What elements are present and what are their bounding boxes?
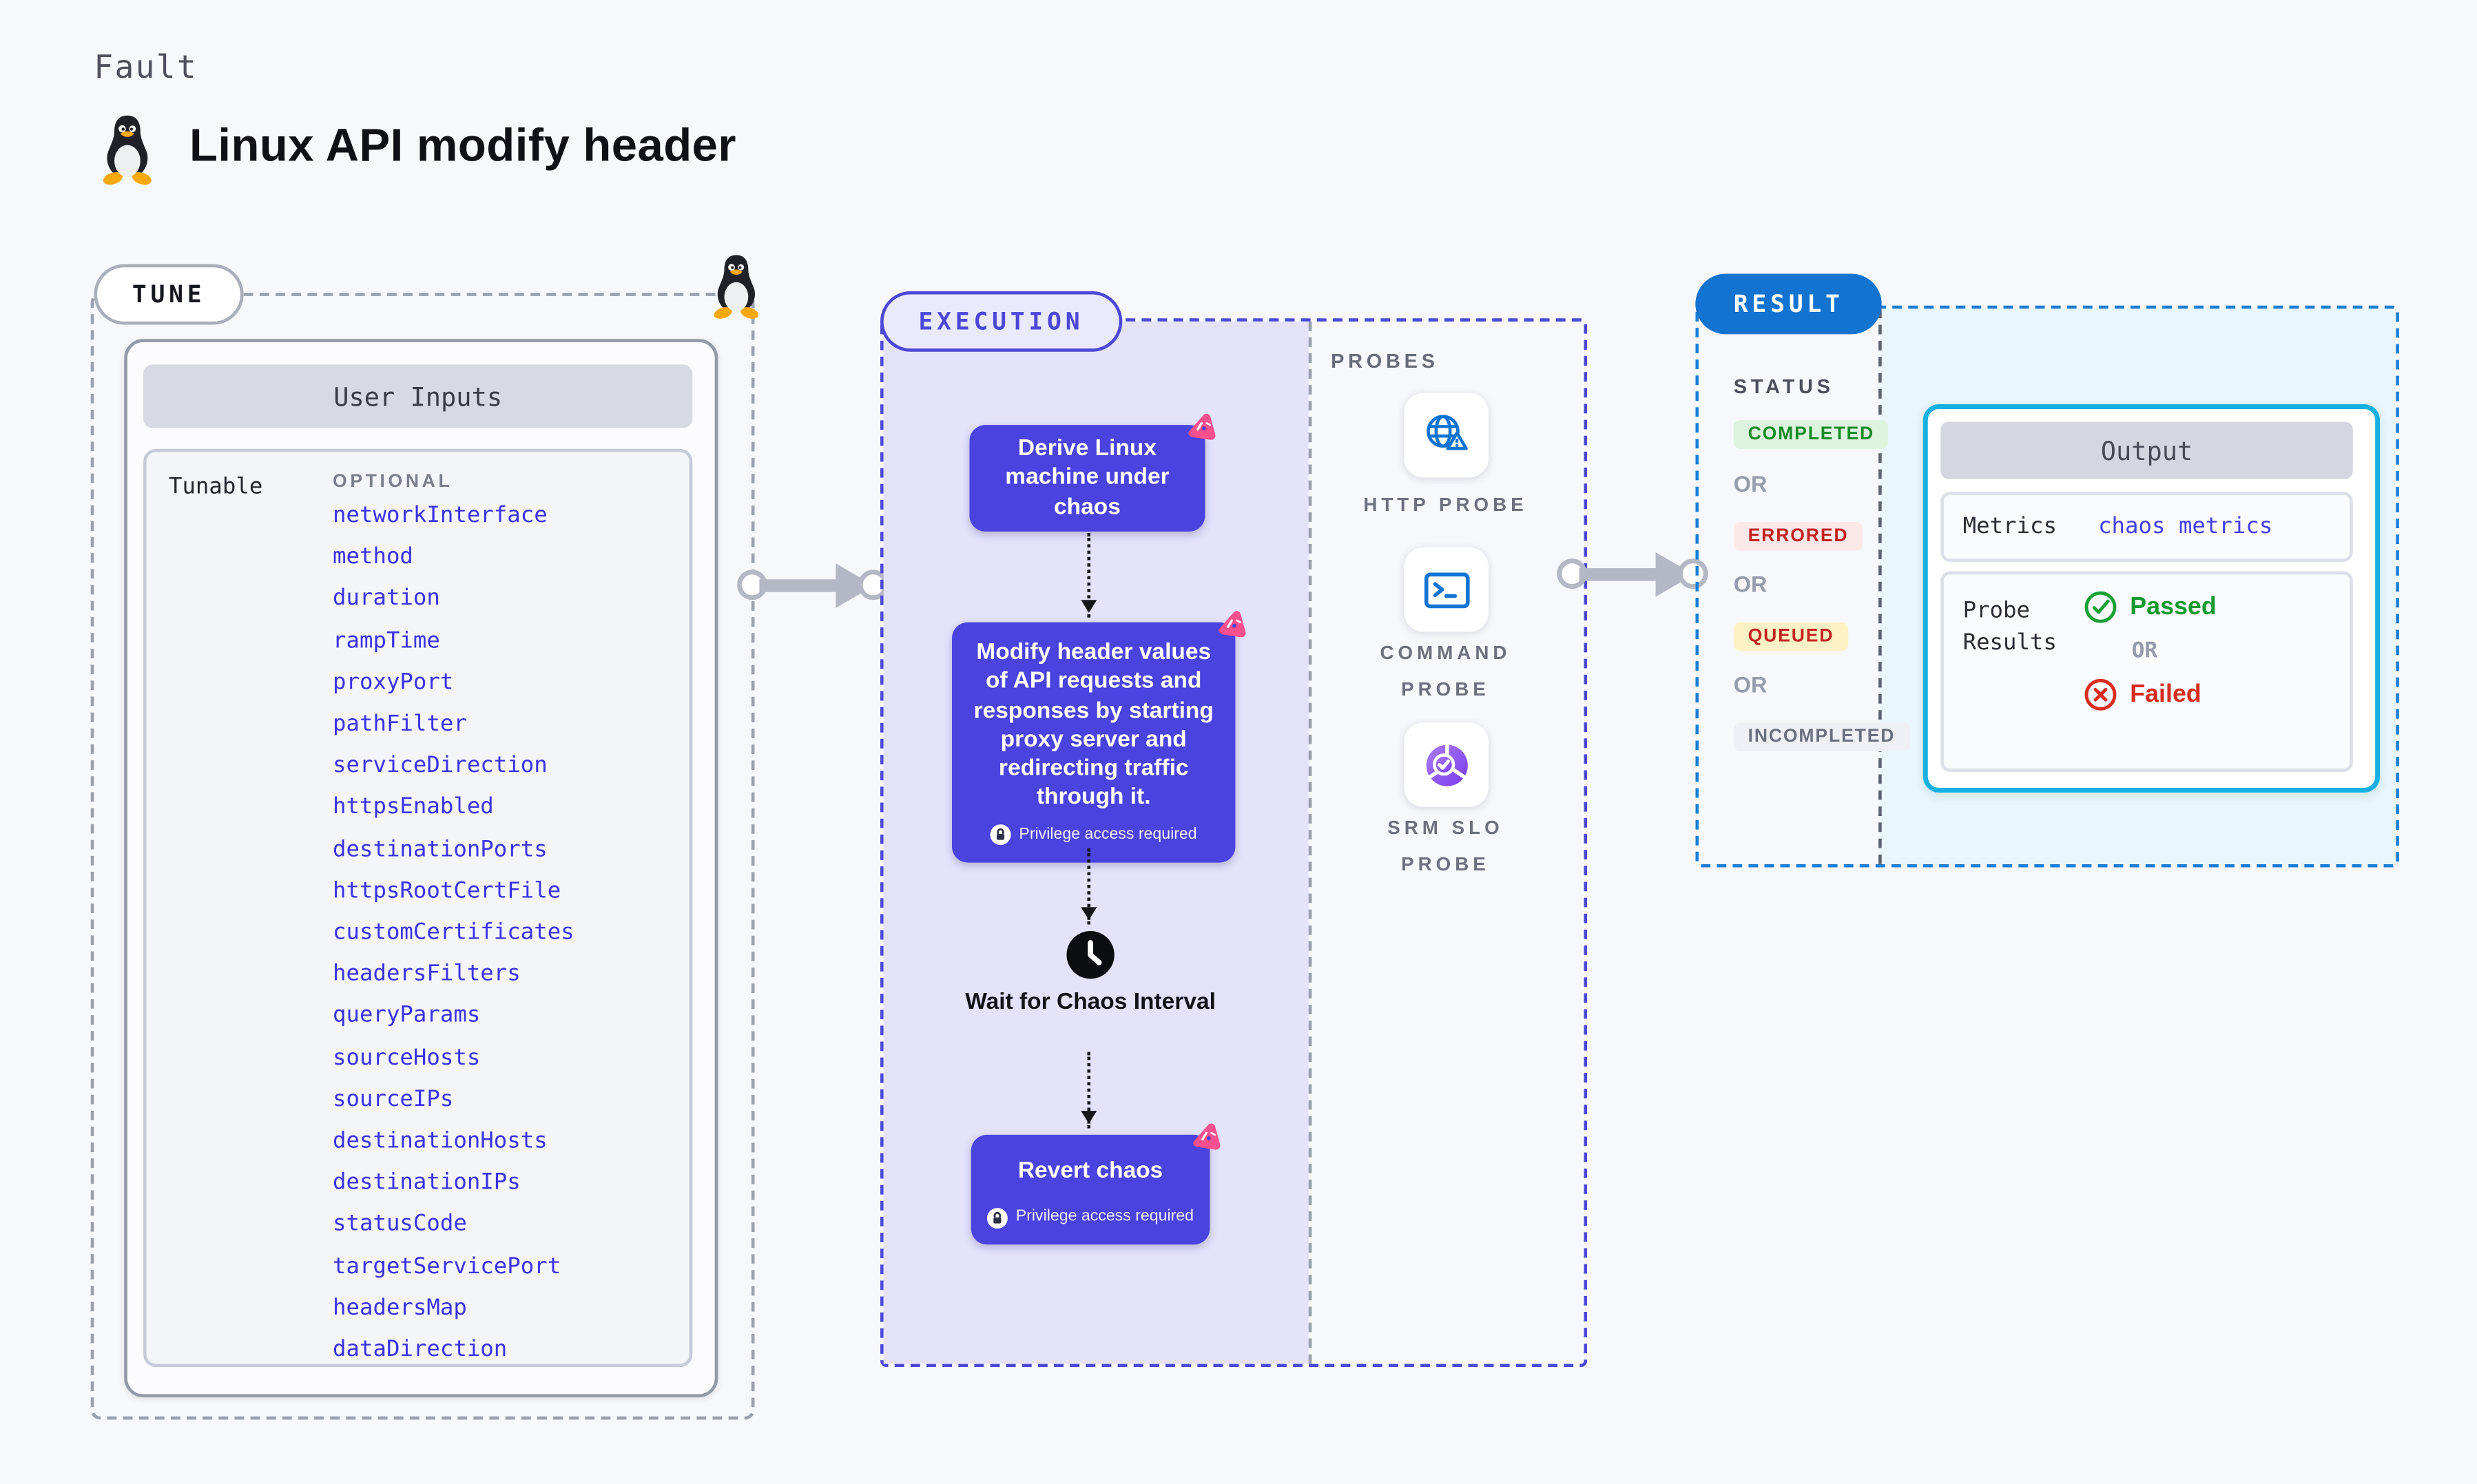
flow-connector [1081, 533, 1097, 618]
or-label: OR [1733, 471, 1768, 497]
param-link[interactable]: httpsEnabled [333, 795, 494, 821]
tunables-box: Tunable OPTIONAL networkInterface method… [143, 448, 693, 1371]
probe-results-row: Probe Results Passed OR [1940, 571, 2353, 772]
failed-line: Failed [2084, 678, 2217, 712]
param-link[interactable]: queryParams [333, 1003, 481, 1029]
srm-slo-probe-label: SRM SLO PROBE [1387, 816, 1504, 876]
status-section-label: STATUS [1733, 375, 1834, 398]
page-title: Linux API modify header [189, 121, 736, 172]
step-text: Revert chaos [1017, 1158, 1163, 1184]
step-modify-header: Modify header values of API requests and… [952, 611, 1246, 863]
param-link[interactable]: serviceDirection [333, 753, 548, 779]
chaos-fault-icon [1188, 413, 1216, 440]
param-link[interactable]: sourceHosts [333, 1045, 481, 1071]
command-probe-label: COMMAND PROBE [1380, 641, 1511, 700]
chaos-metrics-link[interactable]: chaos metrics [2098, 514, 2273, 540]
http-probe-label: HTTP PROBE [1363, 493, 1528, 516]
passed-line: Passed [2084, 590, 2217, 624]
probes-section-label: PROBES [1331, 350, 1439, 373]
probe-results-label: Probe Results [1962, 598, 2057, 656]
passed-label: Passed [2130, 592, 2217, 620]
execution-pill: EXECUTION [880, 291, 1122, 352]
param-link[interactable]: networkInterface [333, 503, 548, 529]
metrics-row: Metrics chaos metrics [1940, 492, 2353, 562]
privilege-note-text: Privilege access required [1015, 1208, 1194, 1226]
wait-for-chaos-label: Wait for Chaos Interval [965, 990, 1216, 1016]
metrics-label: Metrics [1962, 514, 2057, 540]
slo-donut-check-icon [1425, 743, 1467, 786]
status-badge-queued: QUEUED [1733, 622, 1849, 651]
terminal-icon [1423, 572, 1469, 608]
param-link[interactable]: proxyPort [333, 669, 454, 696]
chaos-fault-icon [1219, 611, 1246, 638]
http-probe-card [1404, 393, 1489, 478]
privilege-note: Privilege access required [971, 1204, 1210, 1233]
lock-icon [990, 825, 1011, 846]
execution-panel: PROBES Derive Linux machine under chaos … [880, 318, 1588, 1368]
tunable-row-label: Tunable [168, 474, 263, 500]
step-revert-chaos: Revert chaos Privilege access required [971, 1123, 1221, 1244]
param-link[interactable]: pathFilter [333, 711, 467, 738]
lock-icon [987, 1207, 1008, 1229]
fault-kind-label: Fault [94, 48, 198, 86]
execution-probes-divider [1308, 321, 1312, 1364]
param-link[interactable]: method [333, 544, 413, 570]
failed-label: Failed [2130, 680, 2201, 708]
privilege-note: Privilege access required [952, 821, 1235, 850]
clock-icon [1066, 930, 1115, 979]
result-pill: RESULT [1695, 273, 1883, 335]
param-link[interactable]: dataDirection [333, 1337, 508, 1363]
step-derive-machine: Derive Linux machine under chaos [969, 413, 1216, 532]
param-link[interactable]: sourceIPs [333, 1087, 454, 1113]
optional-column-label: OPTIONAL [333, 472, 453, 492]
tunable-param-list: networkInterface method duration rampTim… [333, 495, 574, 1371]
x-circle-icon [2084, 678, 2117, 711]
execution-to-result-arrow [1557, 551, 1710, 598]
param-link[interactable]: headersFilters [333, 961, 521, 987]
check-circle-icon [2084, 591, 2117, 623]
or-label: OR [1733, 671, 1768, 698]
step-text: Modify header values of API requests and… [973, 640, 1214, 811]
output-header: Output [1940, 421, 2353, 479]
param-link[interactable]: destinationIPs [333, 1170, 521, 1196]
tune-to-execution-arrow [737, 562, 890, 609]
output-card: Output Metrics chaos metrics Probe Resul… [1922, 404, 2381, 793]
status-badge-completed: COMPLETED [1733, 420, 1889, 449]
result-panel: STATUS COMPLETED OR ERRORED OR QUEUED OR… [1695, 305, 2399, 868]
or-label: OR [2131, 638, 2158, 664]
status-badge-incompleted: INCOMPLETED [1733, 722, 1910, 751]
privilege-note-text: Privilege access required [1019, 825, 1197, 844]
srm-slo-probe-card [1404, 722, 1489, 807]
tune-pill: TUNE [94, 264, 244, 325]
status-badge-errored: ERRORED [1733, 522, 1863, 551]
param-link[interactable]: statusCode [333, 1211, 467, 1237]
tux-icon [103, 115, 152, 185]
param-link[interactable]: destinationHosts [333, 1128, 548, 1154]
param-link[interactable]: destinationPorts [333, 836, 548, 862]
param-link[interactable]: duration [333, 586, 440, 612]
param-link[interactable]: httpsRootCertFile [333, 878, 561, 904]
flow-connector [1081, 1052, 1097, 1129]
status-output-divider [1878, 309, 1882, 864]
user-inputs-card: User Inputs Tunable OPTIONAL networkInte… [124, 339, 718, 1398]
tux-icon-small [714, 255, 759, 319]
flow-connector [1081, 848, 1097, 925]
param-link[interactable]: customCertificates [333, 919, 574, 945]
param-link[interactable]: targetServicePort [333, 1253, 561, 1279]
connector-dot [1677, 558, 1708, 589]
user-inputs-header: User Inputs [143, 364, 693, 428]
step-text: Derive Linux machine under chaos [1005, 436, 1170, 520]
command-probe-card [1404, 547, 1489, 632]
or-label: OR [1733, 571, 1768, 597]
globe-alert-icon [1426, 414, 1467, 450]
chaos-fault-icon [1193, 1123, 1221, 1150]
probe-results-values: Passed OR Failed [2084, 590, 2217, 711]
param-link[interactable]: rampTime [333, 627, 440, 654]
param-link[interactable]: headersMap [333, 1295, 467, 1321]
tune-panel [90, 293, 755, 1420]
